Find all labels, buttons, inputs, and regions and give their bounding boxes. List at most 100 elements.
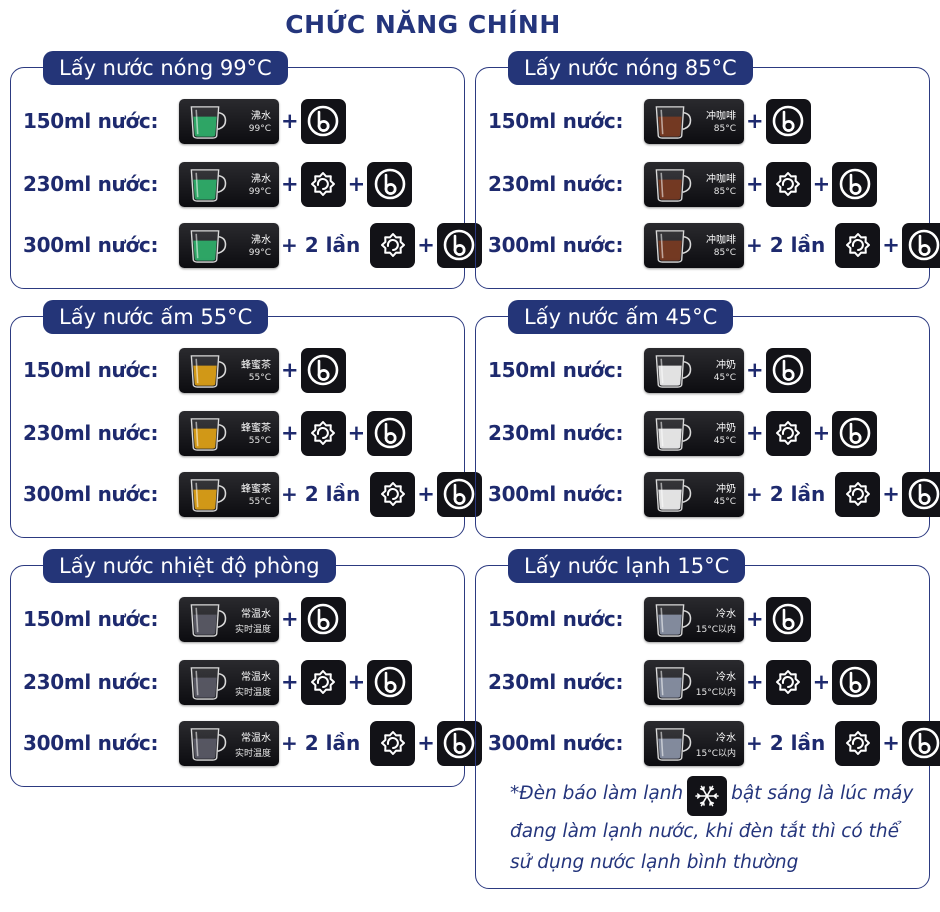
water-button[interactable] [300,347,346,393]
tile-label: 冷水 [716,732,736,744]
tile-sublabel: 99°C [248,123,271,134]
water-button[interactable] [832,659,878,705]
volume-button[interactable] [765,161,811,207]
tile-label: 常温水 [241,608,271,620]
volume-gear-icon [380,731,405,755]
tile-label: 冷水 [716,608,736,620]
volume-button[interactable] [300,161,346,207]
panel-label: Lấy nước nóng 99°C [43,51,288,85]
page-title: CHỨC NĂNG CHÍNH [285,10,561,39]
water-drop-b-icon [772,354,804,386]
water-button[interactable] [901,720,940,766]
volume-gear-icon [776,421,801,445]
tile-sublabel: 15°C以内 [695,687,736,698]
water-drop-b-icon [374,417,406,449]
plus-sign: + [812,421,831,445]
volume-gear-icon [311,421,336,445]
water-button[interactable] [765,98,811,144]
water-drop-b-icon [444,478,475,510]
volume-button[interactable] [370,720,416,766]
temperature-mode-tile[interactable]: 常温水实时温度 [179,596,279,642]
water-drop-b-icon [772,603,804,635]
temperature-mode-tile[interactable]: 常温水实时温度 [179,659,279,705]
repeat-count: + 2 lần [281,731,361,755]
volume-button[interactable] [765,659,811,705]
cup-icon [655,105,692,139]
water-button[interactable] [765,347,811,393]
water-button[interactable] [367,659,413,705]
water-button[interactable] [436,222,482,268]
volume-button[interactable] [370,471,416,517]
panel-label: Lấy nước nóng 85°C [508,51,753,85]
cup-icon [190,105,227,139]
water-drop-b-icon [772,105,804,137]
water-drop-b-icon [839,666,871,698]
repeat-count: + 2 lần [746,731,826,755]
plus-sign: + [347,670,366,694]
water-button[interactable] [300,596,346,642]
panel-label: Lấy nước lạnh 15°C [508,549,746,583]
cup-icon [190,603,227,637]
tile-sublabel: 实时温度 [234,748,271,759]
cooling-indicator [687,776,728,816]
volume-button[interactable] [300,410,346,456]
volume-label: 150ml nước: [488,607,624,631]
water-button[interactable] [832,410,878,456]
tile-label: 蜂蜜茶 [241,483,271,495]
water-drop-b-icon [839,168,871,200]
water-button[interactable] [367,410,413,456]
volume-label: 300ml nước: [488,482,624,506]
water-button[interactable] [436,471,482,517]
cup-icon [655,417,692,451]
water-button[interactable] [832,161,878,207]
tile-label: 蜂蜜茶 [241,422,271,434]
volume-button[interactable] [835,720,881,766]
water-button[interactable] [436,720,482,766]
volume-button[interactable] [765,410,811,456]
tile-label: 冲奶 [716,422,736,434]
cup-icon [655,478,692,512]
water-button[interactable] [300,98,346,144]
tile-sublabel: 55°C [248,372,271,383]
water-button[interactable] [901,222,940,268]
water-button[interactable] [901,471,940,517]
volume-gear-icon [380,482,405,506]
plus-sign: + [281,358,299,382]
plus-sign: + [746,607,764,631]
volume-button[interactable] [370,222,416,268]
volume-button[interactable] [835,471,881,517]
volume-button[interactable] [300,659,346,705]
tile-sublabel: 45°C [713,496,736,507]
tile-sublabel: 55°C [248,496,271,507]
water-button[interactable] [765,596,811,642]
volume-gear-icon [776,172,801,196]
volume-button[interactable] [835,222,881,268]
water-button[interactable] [367,161,413,207]
temperature-mode-tile[interactable]: 常温水实时温度 [179,720,279,766]
volume-label: 230ml nước: [488,670,624,694]
